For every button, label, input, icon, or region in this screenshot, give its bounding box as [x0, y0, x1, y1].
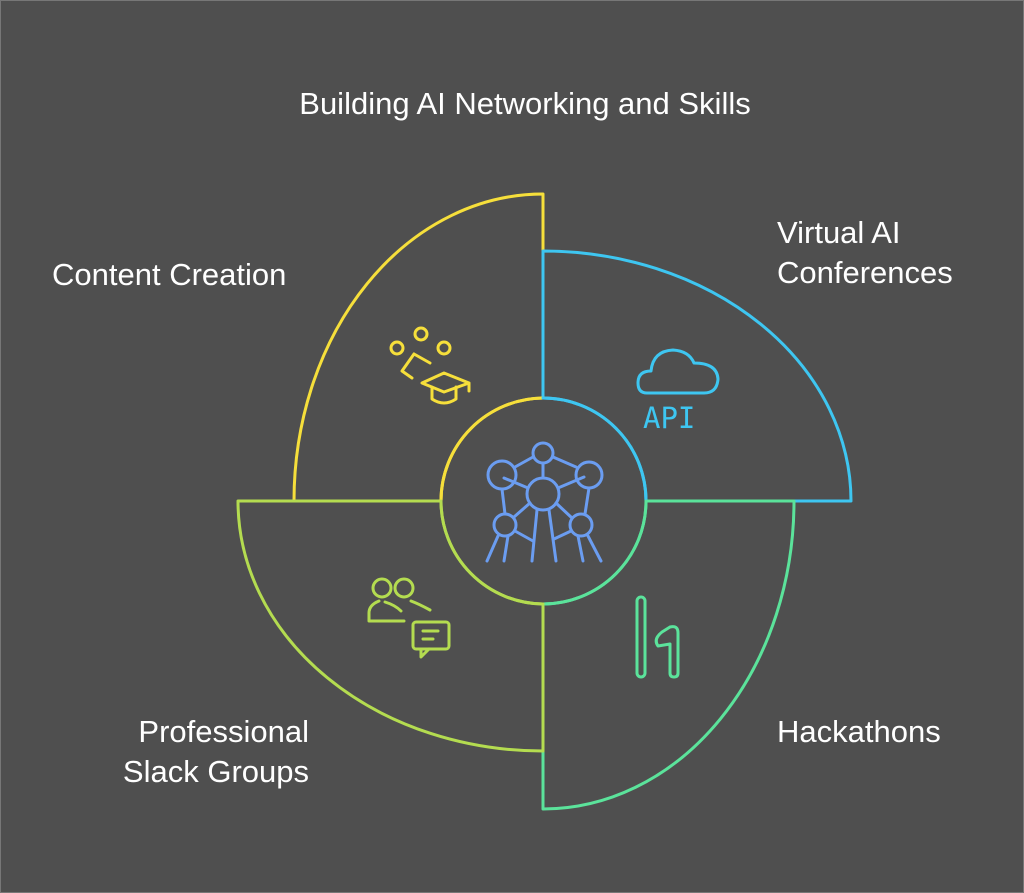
hackerone-icon [635, 595, 680, 679]
svg-text:API: API [643, 401, 695, 435]
label-virtual-ai-conferences: Virtual AI Conferences [777, 213, 953, 293]
label-line: Conferences [777, 255, 953, 290]
label-professional-slack-groups: Professional Slack Groups [123, 712, 309, 792]
label-content-creation: Content Creation [52, 257, 287, 292]
atomium-network-icon [485, 441, 604, 563]
people-graduation-cap-icon [389, 326, 471, 405]
label-line: Professional [138, 714, 309, 749]
label-hackathons: Hackathons [777, 714, 941, 749]
users-chat-icon [367, 577, 451, 659]
diagram-title: Building AI Networking and Skills [299, 86, 751, 121]
label-line: Slack Groups [122, 754, 309, 789]
cloud-api-icon: API [636, 348, 720, 435]
label-line: Virtual AI [777, 215, 901, 250]
segment-content-creation [292, 192, 545, 503]
